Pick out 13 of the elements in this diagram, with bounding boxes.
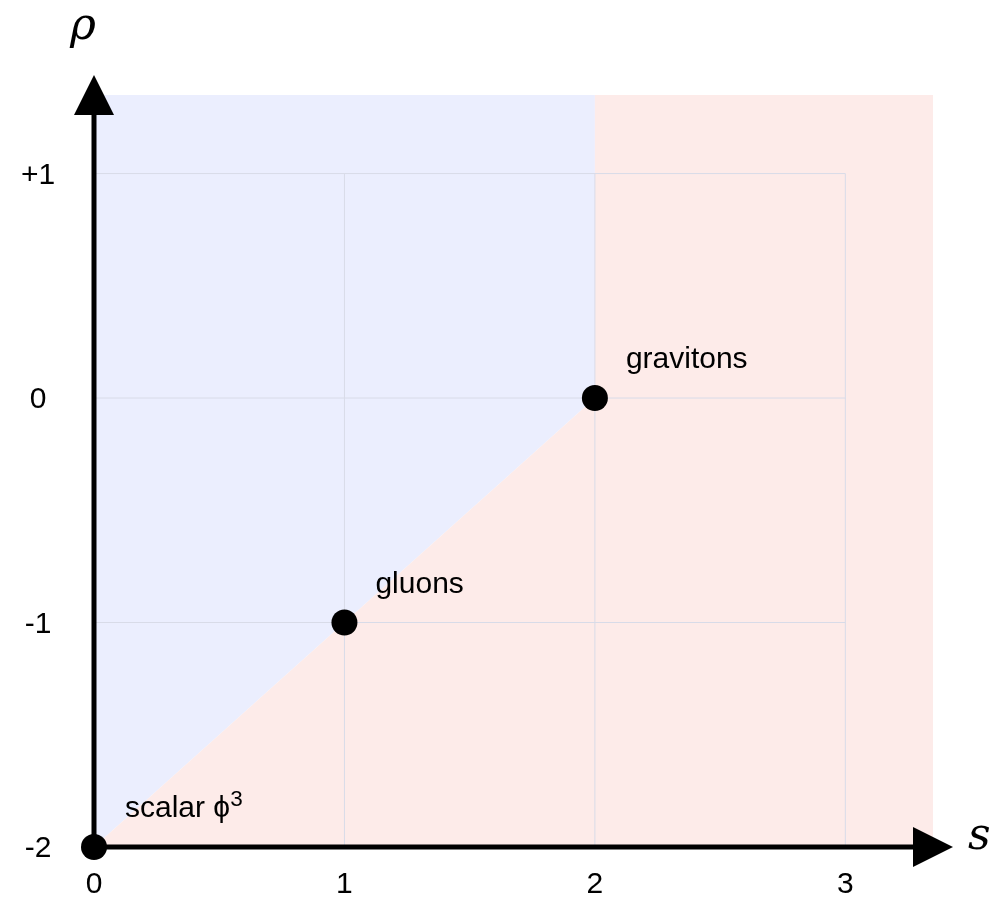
- tick-label: 0: [85, 868, 103, 898]
- tick-label: -2: [24, 832, 52, 862]
- tick-label: +1: [20, 158, 56, 189]
- tick-label: 3: [837, 868, 854, 898]
- axis-label: s: [968, 812, 991, 856]
- point-label: gluons: [375, 567, 464, 598]
- tick-label: -1: [24, 607, 52, 638]
- point-label: gravitons: [625, 343, 748, 374]
- point-label: scalar ϕ$^{3}$: [125, 792, 243, 822]
- tick-label: 2: [586, 868, 604, 898]
- axis-label: ρ: [70, 2, 96, 46]
- tick-label: 1: [336, 868, 353, 898]
- tick-label: 0: [29, 383, 47, 414]
